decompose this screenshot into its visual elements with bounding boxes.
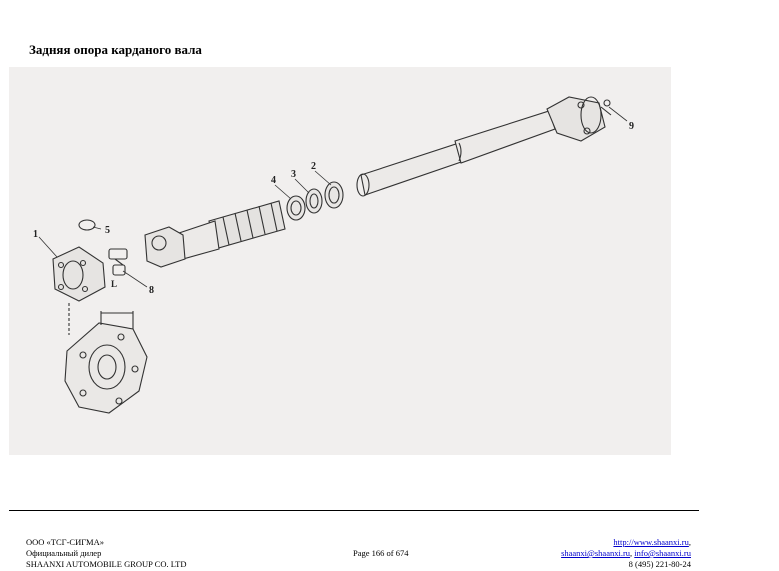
universal-joint-cross — [108, 248, 128, 276]
snap-ring — [78, 219, 96, 231]
footer-company: ООО «ТСГ-СИГМА» — [26, 537, 104, 547]
footer-divider — [9, 510, 699, 511]
shaft-tube — [356, 110, 556, 197]
footer-phone: 8 (495) 221-80-24 — [628, 559, 691, 569]
page-title: Задняя опора карданого вала — [29, 42, 202, 57]
footer-dealer: Официальный дилер — [26, 548, 102, 558]
callout-1: 1 — [33, 229, 38, 240]
companion-flange — [64, 311, 148, 414]
callout-9: 9 — [629, 121, 634, 132]
dimension-line — [68, 303, 133, 335]
slip-yoke — [144, 226, 186, 268]
propeller-shaft-diagram: 1 2 3 4 5 8 9 L — [9, 67, 671, 455]
callout-leaders — [38, 106, 628, 288]
support-bearing-rings — [286, 181, 344, 221]
splined-shaft — [178, 200, 286, 260]
callout-4: 4 — [271, 175, 276, 186]
email-link-2[interactable]: info@shaanxi.ru — [634, 548, 691, 558]
footer-manufacturer: SHAANXI AUTOMOBILE GROUP CO. LTD — [26, 559, 187, 569]
footer-page-number: Page 166 of 674 — [353, 548, 409, 558]
callout-3: 3 — [291, 169, 296, 180]
website-link[interactable]: http://www.shaanxi.ru — [613, 537, 689, 547]
dimension-label: L — [111, 279, 117, 289]
callout-8: 8 — [149, 285, 154, 296]
callout-5: 5 — [105, 225, 110, 236]
email-link-1[interactable]: shaanxi@shaanxi.ru — [561, 548, 631, 558]
rear-flange-yoke — [546, 96, 612, 142]
footer-left: ООО «ТСГ-СИГМА» Официальный дилер SHAANX… — [26, 537, 187, 570]
front-flange — [52, 246, 106, 302]
callout-2: 2 — [311, 161, 316, 172]
footer-right: http://www.shaanxi.ru, shaanxi@shaanxi.r… — [561, 537, 691, 569]
